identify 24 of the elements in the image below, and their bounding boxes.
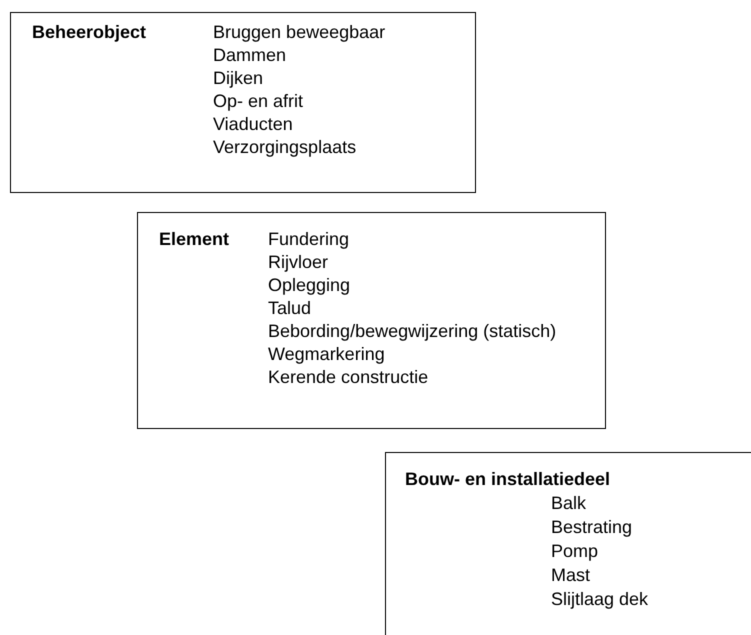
list-item: Wegmarkering bbox=[268, 343, 385, 365]
box-heading: Bouw- en installatiedeel bbox=[405, 468, 610, 490]
list-item: Op- en afrit bbox=[213, 90, 304, 112]
list-item: Balk bbox=[551, 492, 586, 514]
list-item: Viaducten bbox=[213, 113, 293, 135]
list-item: Dammen bbox=[213, 44, 286, 66]
box-heading: Element bbox=[159, 228, 230, 250]
box-heading: Beheerobject bbox=[32, 21, 146, 43]
list-item: Pomp bbox=[551, 540, 598, 562]
list-item: Mast bbox=[551, 564, 590, 586]
list-item: Kerende constructie bbox=[268, 366, 428, 388]
category-box bbox=[385, 452, 751, 635]
list-item: Oplegging bbox=[268, 274, 350, 296]
list-item: Bruggen beweegbaar bbox=[213, 21, 386, 43]
category-box bbox=[10, 12, 476, 193]
list-item: Dijken bbox=[213, 67, 264, 89]
list-item: Verzorgingsplaats bbox=[213, 136, 356, 158]
list-item: Bebording/bewegwijzering (statisch) bbox=[268, 320, 556, 342]
list-item: Slijtlaag dek bbox=[551, 588, 648, 610]
category-box bbox=[137, 212, 606, 429]
list-item: Talud bbox=[268, 297, 312, 319]
list-item: Bestrating bbox=[551, 516, 632, 538]
list-item: Fundering bbox=[268, 228, 350, 250]
list-item: Rijvloer bbox=[268, 251, 328, 273]
